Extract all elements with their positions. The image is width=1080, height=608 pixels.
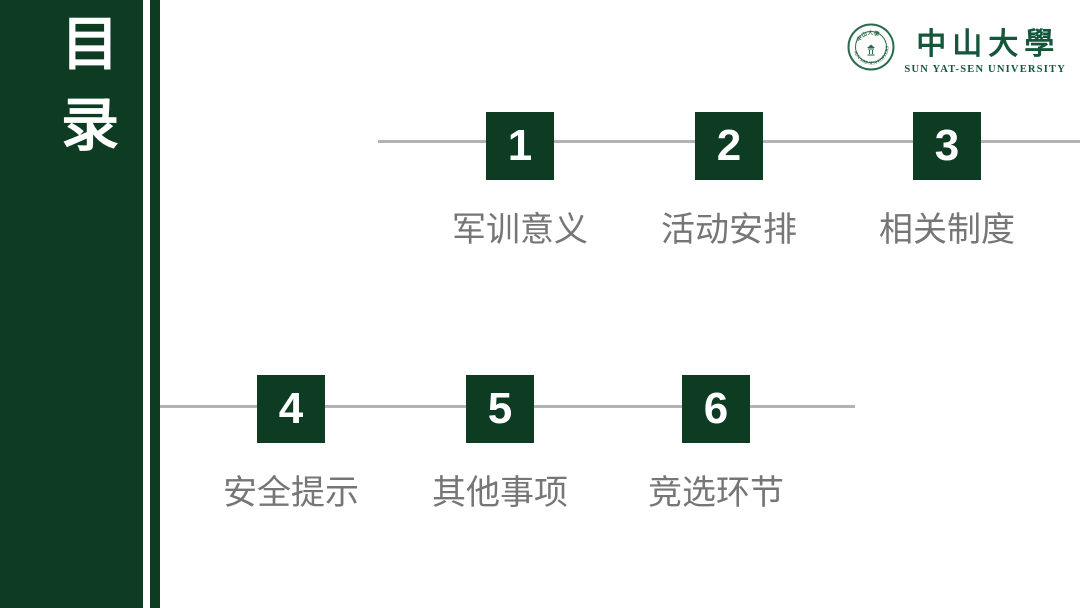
toc-number-box-1: 1: [486, 112, 554, 180]
toc-number-box-2: 2: [695, 112, 763, 180]
page-title-char-2: 录: [60, 92, 119, 158]
sidebar-accent-bar: [150, 0, 160, 608]
toc-number-1: 1: [507, 121, 533, 170]
page-title-char-1: 目: [60, 12, 119, 77]
sidebar: 目 录: [0, 0, 143, 608]
toc-label-4: 安全提示: [223, 474, 359, 512]
toc-label-2: 活动安排: [661, 211, 797, 249]
university-name-cn: 中山大學: [916, 28, 1061, 61]
toc-number-box-4: 4: [257, 375, 325, 443]
page-title: 目 录: [25, 12, 155, 159]
toc-label-3: 相关制度: [879, 211, 1015, 249]
university-seal-icon: SUN YAT-SEN UNIVERSITY 中山大學: [847, 23, 895, 71]
toc-number-3: 3: [934, 121, 960, 170]
toc-number-box-6: 6: [682, 375, 750, 443]
toc-number-box-3: 3: [913, 112, 981, 180]
toc-number-6: 6: [703, 384, 729, 433]
toc-number-4: 4: [278, 384, 304, 433]
toc-label-1: 军训意义: [452, 211, 588, 249]
toc-label-6: 竞选环节: [648, 474, 784, 512]
toc-number-5: 5: [487, 384, 513, 433]
university-name-en: SUN YAT-SEN UNIVERSITY: [904, 64, 1066, 75]
toc-label-5: 其他事项: [432, 474, 568, 512]
toc-number-2: 2: [716, 121, 742, 170]
university-name: 中山大學 SUN YAT-SEN UNIVERSITY: [904, 19, 1066, 75]
university-logo: SUN YAT-SEN UNIVERSITY 中山大學 中山大學 SUN YAT…: [847, 19, 1066, 75]
seal-bell-icon: [867, 44, 876, 56]
toc-number-box-5: 5: [466, 375, 534, 443]
